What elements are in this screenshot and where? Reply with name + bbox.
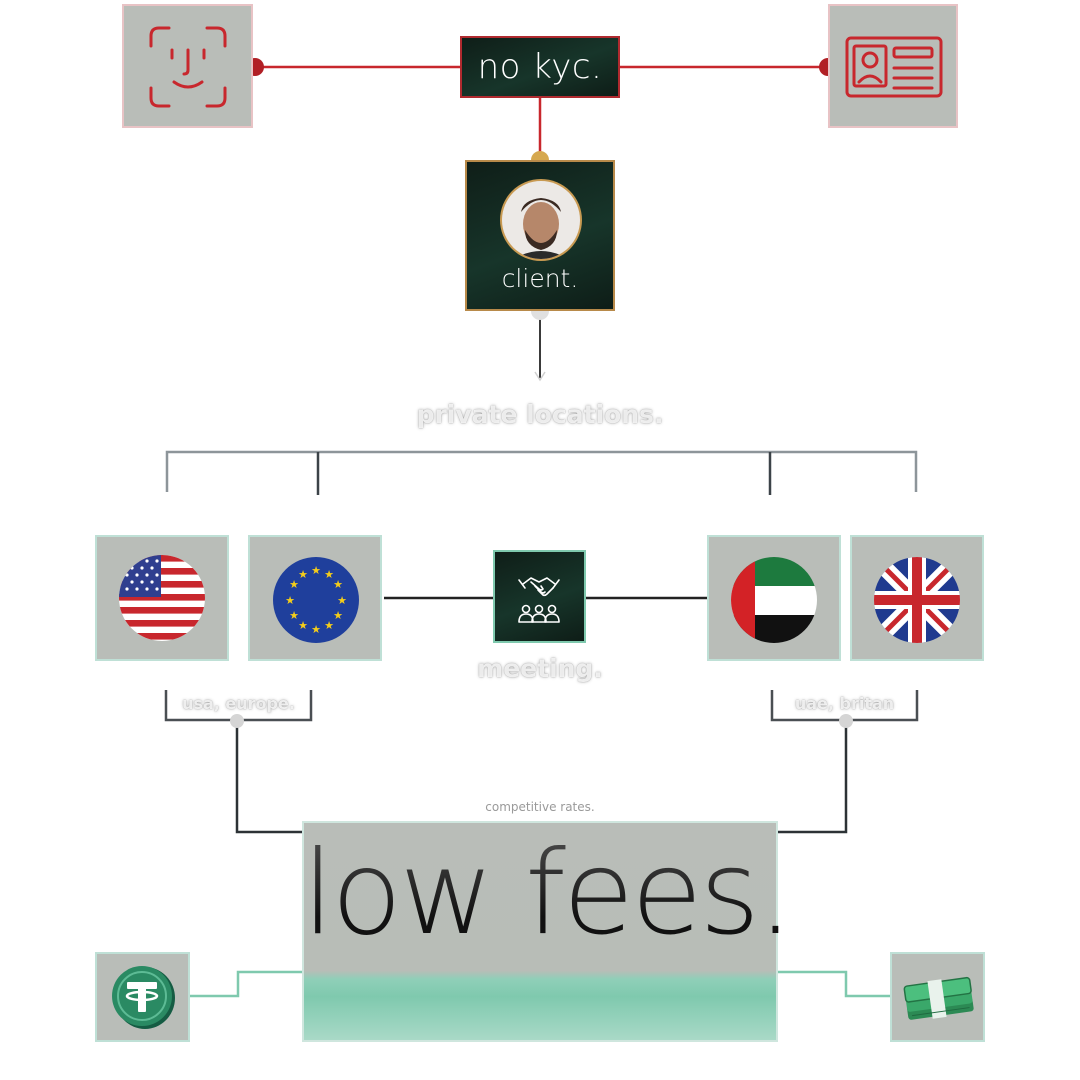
cash-stack-icon: [892, 954, 983, 1040]
meeting-label: meeting.: [440, 654, 640, 683]
svg-text:★: ★: [285, 594, 295, 607]
uae-flag-icon: [709, 537, 839, 659]
usa-europe-label: usa, europe.: [166, 694, 311, 713]
uae-flag-card[interactable]: [707, 535, 841, 661]
usa-flag-card[interactable]: [95, 535, 229, 661]
handshake-group-icon: [495, 552, 584, 641]
private-locations-title: private locations.: [390, 400, 690, 429]
eu-flag-icon: ★ ★ ★ ★ ★ ★ ★ ★ ★ ★ ★ ★: [250, 537, 380, 659]
meeting-card[interactable]: [493, 550, 586, 643]
id-card-icon: [830, 6, 956, 126]
no-kyc-card: no kyc.: [460, 36, 620, 98]
id-card-card: [828, 4, 958, 128]
tether-card[interactable]: [95, 952, 190, 1042]
svg-text:★: ★: [324, 619, 334, 632]
uae-britain-label: uae, britan: [772, 694, 917, 713]
eu-flag-card[interactable]: ★ ★ ★ ★ ★ ★ ★ ★ ★ ★ ★ ★: [248, 535, 382, 661]
competitive-rates-caption: competitive rates.: [440, 800, 640, 814]
client-card: client.: [465, 160, 615, 311]
face-id-card: [122, 4, 253, 128]
svg-text:★: ★: [298, 619, 308, 632]
svg-text:★: ★: [337, 594, 347, 607]
svg-text:★: ★: [298, 568, 308, 581]
usa-flag-icon: [97, 537, 227, 659]
svg-text:★: ★: [289, 609, 299, 622]
face-id-icon: [124, 6, 251, 126]
client-label: client.: [467, 264, 613, 293]
svg-text:★: ★: [311, 564, 321, 577]
client-avatar: [499, 178, 583, 262]
uk-flag-card[interactable]: [850, 535, 984, 661]
uk-flag-icon: [852, 537, 982, 659]
cash-card[interactable]: [890, 952, 985, 1042]
svg-text:★: ★: [311, 623, 321, 636]
svg-text:★: ★: [333, 609, 343, 622]
tether-coin-icon: [97, 954, 188, 1040]
no-kyc-label: no kyc.: [462, 38, 618, 96]
low-fees-headline: low fees.: [302, 836, 822, 952]
svg-text:★: ★: [333, 578, 343, 591]
